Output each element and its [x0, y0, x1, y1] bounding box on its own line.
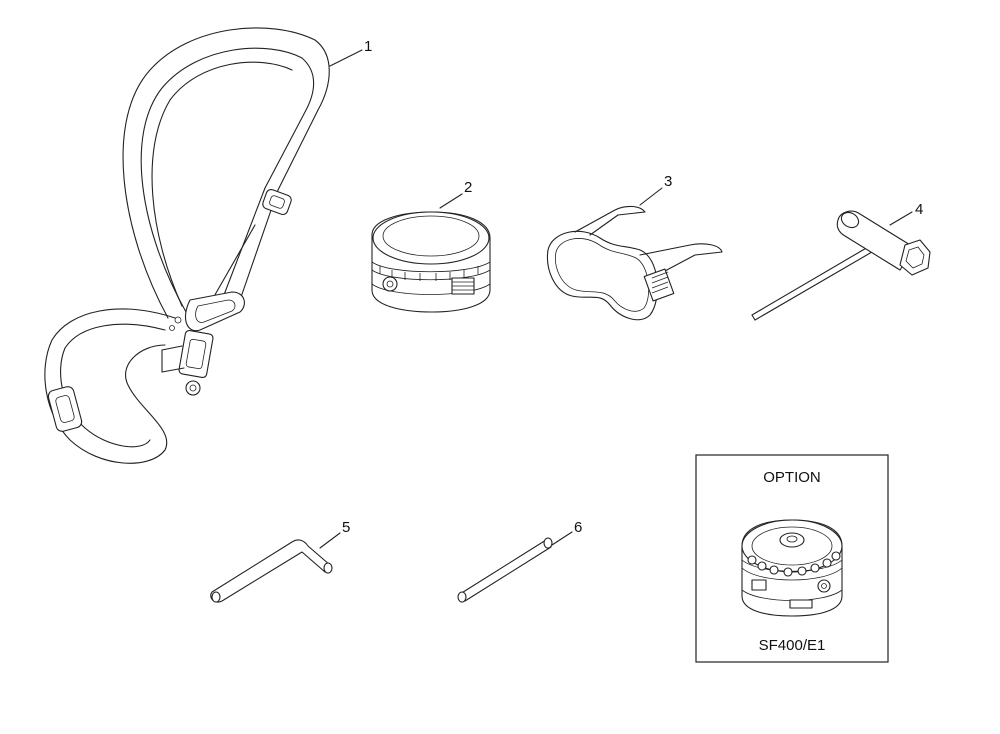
option-trimmer-head-icon: [741, 519, 843, 617]
callout-3: 3: [664, 173, 672, 190]
hex-key-icon: [210, 539, 333, 603]
callout-5: 5: [342, 519, 350, 536]
plug-wrench-icon: [751, 210, 931, 321]
shoulder-strap-icon: [44, 27, 330, 464]
option-box: OPTION SF400/E1: [695, 454, 889, 663]
callout-leaders: [319, 49, 913, 549]
callout-4: 4: [915, 201, 923, 218]
option-part-code: SF400/E1: [759, 637, 826, 654]
callout-6: 6: [574, 519, 582, 536]
callout-1: 1: [364, 38, 372, 55]
trimmer-head-icon: [371, 211, 491, 313]
pin-icon: [457, 537, 553, 603]
option-title: OPTION: [763, 469, 821, 486]
callout-2: 2: [464, 179, 472, 196]
safety-goggles-icon: [546, 205, 723, 321]
